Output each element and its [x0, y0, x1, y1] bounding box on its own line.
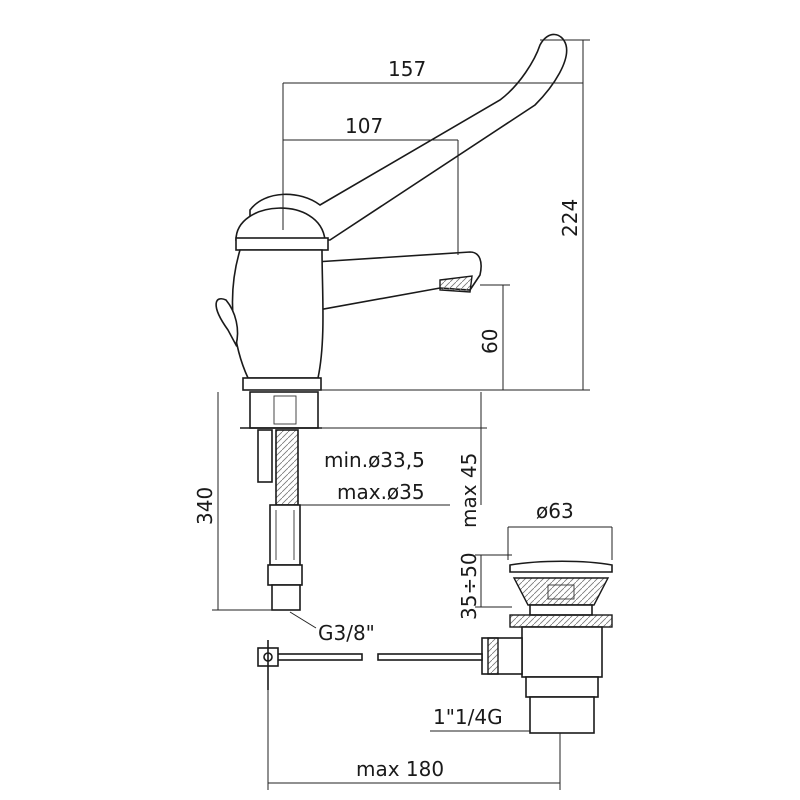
- dim-max-45: max 45: [457, 453, 481, 528]
- dim-rod-length: max 180: [356, 757, 444, 781]
- dim-drain-diameter: ø63: [536, 499, 574, 523]
- dim-hose-thread: G3/8": [318, 621, 375, 645]
- dim-drain-thread: 1"1/4G: [433, 705, 503, 729]
- dim-107: 107: [345, 114, 383, 138]
- dim-drain-adjust: 35÷50: [457, 552, 481, 620]
- dim-min-hole: min.ø33,5: [324, 448, 425, 472]
- dim-340: 340: [193, 487, 217, 525]
- faucet-body: [215, 33, 568, 391]
- shank-and-hoses: [240, 391, 322, 611]
- dim-224: 224: [558, 199, 582, 237]
- drain-assembly: [257, 560, 613, 734]
- dim-60: 60: [478, 329, 502, 354]
- dimension-lines: [212, 39, 613, 790]
- dim-max-hole: max.ø35: [337, 480, 425, 504]
- dim-157: 157: [388, 57, 426, 81]
